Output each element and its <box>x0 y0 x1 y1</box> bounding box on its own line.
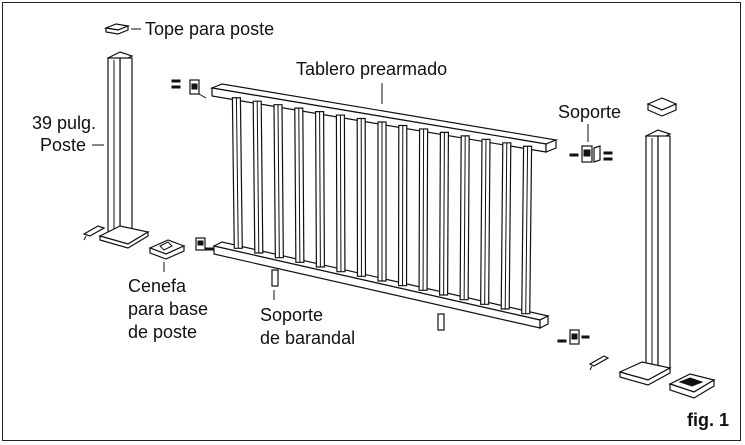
base-trim-label-line2: para base <box>128 299 209 319</box>
post-height-label: 39 pulg. <box>32 113 97 133</box>
panel-label: Tablero prearmado <box>296 59 448 79</box>
leader-lines <box>92 28 589 300</box>
baluster-edge <box>319 111 321 268</box>
left-post <box>98 51 150 249</box>
right-base-trim <box>668 373 716 399</box>
left-rail-clip <box>82 225 106 241</box>
baluster-edge <box>463 135 466 300</box>
right-post <box>618 129 672 386</box>
left-lower-bracket <box>195 237 214 251</box>
post-cap-icon <box>103 23 131 35</box>
baluster-edge <box>422 128 425 291</box>
baluster-edge <box>443 132 445 296</box>
baluster-edge <box>504 142 508 310</box>
rail-support-label-line2: de barandal <box>260 328 356 348</box>
figure-label: fig. 1 <box>686 410 729 430</box>
baluster-edge <box>256 101 260 254</box>
base-trim <box>148 239 186 260</box>
right-post-cap-icon <box>646 97 678 117</box>
right-rail-clip <box>588 355 610 371</box>
railing-panel <box>209 83 559 329</box>
figure-frame <box>2 2 741 441</box>
post-cap-label: Tope para poste <box>145 19 275 39</box>
left-upper-bracket <box>171 79 207 99</box>
post-label: Poste <box>40 135 87 155</box>
baluster-edge <box>277 104 280 258</box>
base-trim-label-line1: Cenefa <box>128 276 187 296</box>
balusters <box>231 97 533 315</box>
baluster-edge <box>235 97 239 249</box>
rail-support-label-line1: Soporte <box>260 305 324 325</box>
right-lower-bracket <box>557 329 590 345</box>
bracket-label: Soporte <box>558 102 622 122</box>
rail-support-left <box>271 269 279 287</box>
rail-support-right <box>437 313 445 331</box>
right-upper-bracket <box>569 145 613 163</box>
baluster-edge <box>525 146 529 314</box>
baluster-edge <box>298 108 301 263</box>
baluster-edge <box>339 115 342 272</box>
base-trim-label-line3: de poste <box>128 322 198 342</box>
baluster-edge <box>484 139 487 305</box>
